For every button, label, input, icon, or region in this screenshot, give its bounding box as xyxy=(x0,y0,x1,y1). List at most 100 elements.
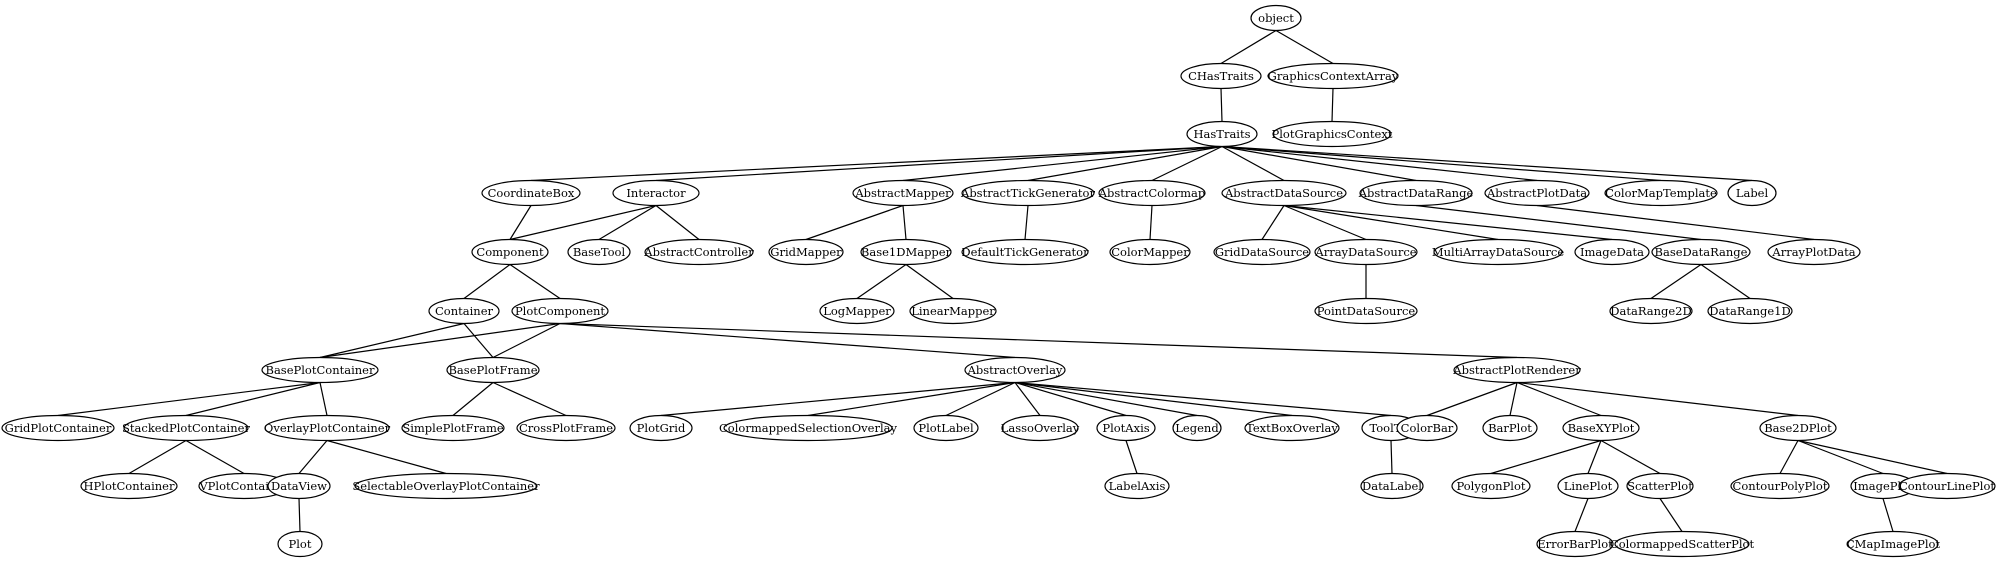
node-label: ColormappedSelectionOverlay xyxy=(719,421,897,435)
node-contour-poly-plot: ContourPolyPlot xyxy=(1730,472,1830,500)
node-label: ScatterPlot xyxy=(1627,479,1693,493)
edge-image-plot-to-c-map-image-plot xyxy=(1882,498,1894,532)
edge-plot-component-to-base-plot-container xyxy=(319,322,561,359)
node-label: Legend xyxy=(1175,421,1219,435)
node-label: AbstractMapper xyxy=(854,186,951,200)
node-selectable-overlay-plot-container: SelectableOverlayPlotContainer xyxy=(352,472,540,500)
node-label: PolygonPlot xyxy=(1456,479,1525,493)
edges-layer xyxy=(57,29,1948,532)
node-plot-label: PlotLabel xyxy=(913,414,979,442)
edge-interactor-to-abstract-controller xyxy=(655,205,700,240)
node-ellipse xyxy=(516,414,616,442)
node-label: ColorMapper xyxy=(1111,245,1189,259)
edge-abstract-overlay-to-tool-tip xyxy=(1014,381,1392,417)
node-ellipse xyxy=(961,179,1095,207)
node-ellipse xyxy=(267,472,331,500)
edge-abstract-data-source-to-grid-data-source xyxy=(1261,205,1285,240)
node-label: OverlayPlotContainer xyxy=(264,421,391,435)
node-abstract-data-range: AbstractDataRange xyxy=(1358,179,1473,207)
node-ellipse xyxy=(1314,297,1418,325)
edge-base-xy-plot-to-polygon-plot xyxy=(1490,439,1602,475)
node-ellipse xyxy=(1,414,115,442)
node-label: ColorBar xyxy=(1401,421,1454,435)
node-ellipse xyxy=(1651,238,1751,266)
node-ellipse xyxy=(1267,62,1399,90)
edge-plot-component-to-abstract-plot-renderer xyxy=(559,322,1518,359)
node-label: ContourLinePlot xyxy=(1899,479,1995,493)
node-line-plot: LinePlot xyxy=(1557,472,1619,500)
edge-base2-d-plot-to-contour-line-plot xyxy=(1797,439,1948,475)
node-component: Component xyxy=(471,238,549,266)
node-ellipse xyxy=(1433,238,1563,266)
node-plot-axis: PlotAxis xyxy=(1096,414,1156,442)
edge-abstract-overlay-to-legend xyxy=(1014,381,1198,417)
node-error-bar-plot: ErrorBarPlot xyxy=(1536,530,1614,558)
edge-has-traits-to-color-map-template xyxy=(1221,145,1662,182)
node-data-range1-d: DataRange1D xyxy=(1707,297,1793,325)
node-ellipse xyxy=(1614,530,1750,558)
node-simple-plot-frame: SimplePlotFrame xyxy=(401,414,505,442)
edge-has-traits-to-abstract-data-source xyxy=(1221,145,1285,182)
edge-base2-d-plot-to-contour-poly-plot xyxy=(1779,440,1799,474)
node-label: HasTraits xyxy=(1193,127,1250,141)
node-ellipse xyxy=(1096,414,1156,442)
node-label: TextBoxOverlay xyxy=(1246,421,1338,435)
node-ellipse xyxy=(819,297,895,325)
node-ellipse xyxy=(1360,472,1424,500)
node-ellipse xyxy=(909,297,997,325)
edge-component-to-plot-component xyxy=(509,264,561,299)
node-ellipse xyxy=(1451,472,1531,500)
node-ellipse xyxy=(1104,472,1170,500)
node-label: ArrayPlotData xyxy=(1771,245,1855,259)
node-label: PlotGrid xyxy=(637,421,686,435)
node-ellipse xyxy=(1730,472,1830,500)
node-h-plot-container: HPlotContainer xyxy=(80,472,178,500)
edge-object-to-graphics-context-array xyxy=(1275,29,1334,65)
node-grid-data-source: GridDataSource xyxy=(1213,238,1311,266)
edge-overlay-plot-container-to-selectable-overlay-plot-container xyxy=(326,439,447,475)
node-label: SelectableOverlayPlotContainer xyxy=(352,479,540,493)
node-label: DefaultTickGenerator xyxy=(961,245,1089,259)
edge-abstract-data-range-to-base-data-range xyxy=(1415,204,1702,241)
node-label: LinearMapper xyxy=(911,304,995,318)
node-ellipse xyxy=(1250,4,1302,32)
node-container: Container xyxy=(428,297,500,325)
node-legend: Legend xyxy=(1172,414,1222,442)
node-ellipse xyxy=(1626,472,1694,500)
node-label: AbstractDataSource xyxy=(1224,186,1343,200)
node-c-map-image-plot: CMapImagePlot xyxy=(1846,530,1941,558)
node-label: Label xyxy=(1727,179,1777,207)
node-ellipse xyxy=(1759,414,1837,442)
node-ellipse xyxy=(1244,414,1340,442)
node-label: ImageData xyxy=(1580,245,1644,259)
node-label: Interactor xyxy=(626,186,686,200)
edge-abstract-overlay-to-plot-grid xyxy=(660,381,1016,417)
edge-has-traits-to-abstract-plot-data xyxy=(1221,145,1538,182)
node-label: ColorMapTemplate xyxy=(1605,186,1717,200)
node-abstract-tick-generator: AbstractTickGenerator xyxy=(960,179,1095,207)
edge-base-xy-plot-to-scatter-plot xyxy=(1600,439,1661,475)
node-ellipse xyxy=(1482,414,1538,442)
node-label: GridPlotContainer xyxy=(5,421,112,435)
node-ellipse xyxy=(446,356,540,384)
node-label: ArrayDataSource xyxy=(1314,245,1416,259)
node-ellipse xyxy=(1221,179,1347,207)
edge-has-traits-to-coordinate-box xyxy=(530,145,1223,182)
node-plot-grid: PlotGrid xyxy=(629,414,693,442)
node-label: BarPlot xyxy=(1488,421,1532,435)
edge-coordinate-box-to-component xyxy=(509,205,532,240)
edge-abstract-overlay-to-colormapped-selection-overlay xyxy=(807,381,1016,417)
node-label: Label xyxy=(1736,186,1769,200)
node-label: CMapImagePlot xyxy=(1846,537,1941,551)
node-polygon-plot: PolygonPlot xyxy=(1451,472,1531,500)
node-label: object xyxy=(1258,11,1294,25)
node-label: BaseTool xyxy=(573,245,626,259)
edge-base-plot-container-to-grid-plot-container xyxy=(57,381,321,417)
node-abstract-overlay: AbstractOverlay xyxy=(964,356,1066,384)
edge-has-traits-to-interactor xyxy=(655,145,1223,182)
node-label: Base1DMapper xyxy=(861,245,952,259)
node-ellipse xyxy=(471,238,549,266)
node-ellipse xyxy=(1562,414,1640,442)
node-label: PointDataSource xyxy=(1317,304,1416,318)
